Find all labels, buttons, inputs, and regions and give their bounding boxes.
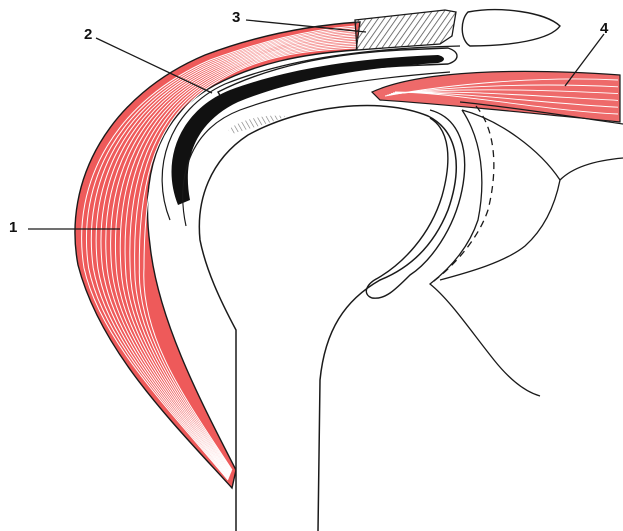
clavicle-end [462,10,560,46]
callout-label-3: 3 [232,10,240,25]
humerus [199,106,456,531]
callout-label-1: 1 [9,220,17,235]
callout-label-4: 4 [600,21,608,36]
callout-label-2: 2 [84,27,92,42]
scapula-body-edge [440,180,560,280]
coracoacromial-ligament [355,10,456,50]
